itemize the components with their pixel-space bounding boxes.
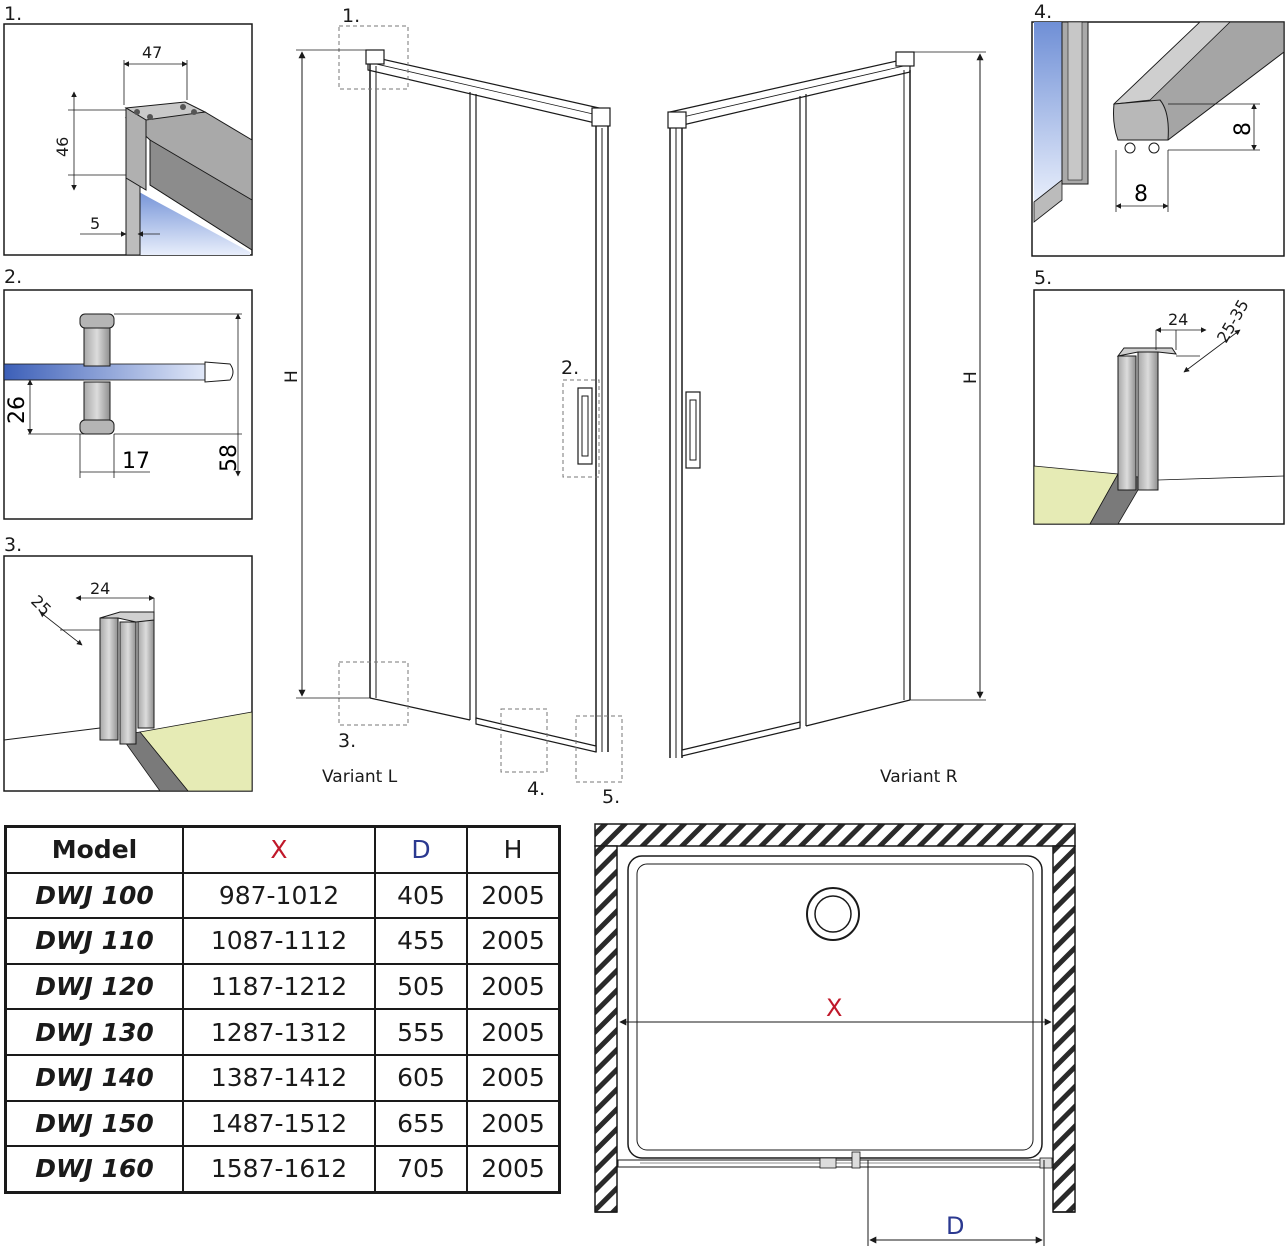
dim-5: 5 <box>90 214 100 233</box>
table-header-row: Model X D H <box>4 825 561 874</box>
variant-r-door: H Variant R <box>667 51 986 787</box>
cell-d: 555 <box>374 1008 468 1056</box>
cell-h: 2005 <box>466 962 561 1011</box>
cell-d: 705 <box>374 1145 468 1194</box>
cell-x: 1187-1212 <box>182 962 376 1011</box>
cell-x: 1287-1312 <box>182 1008 376 1056</box>
callout-5: 5. <box>602 786 620 808</box>
dim-24-b: 24 <box>1168 310 1188 329</box>
cell-d: 455 <box>374 917 468 965</box>
cell-model: DWJ 100 <box>4 871 184 920</box>
variant-l-label: Variant L <box>322 767 398 787</box>
cell-model: DWJ 110 <box>4 917 184 965</box>
dim-26: 26 <box>5 396 30 424</box>
detail-2: 2. 58 26 17 <box>3 266 253 520</box>
dim-8-horizontal: 8 <box>1134 182 1148 207</box>
detail-1: 1. 47 46 5 <box>3 3 253 256</box>
plan-x-label: X <box>826 994 842 1022</box>
callout-2: 2. <box>561 357 579 379</box>
detail-1-number: 1. <box>4 3 22 25</box>
cell-x: 1487-1512 <box>182 1099 376 1148</box>
glass-pane <box>1034 22 1062 202</box>
cell-model: DWJ 160 <box>4 1145 184 1194</box>
header-d: D <box>374 825 468 874</box>
cell-h: 2005 <box>466 917 561 965</box>
cell-model: DWJ 140 <box>4 1053 184 1102</box>
variant-l-door: 1. 2. 3. 4. 5. H Variant L <box>282 5 623 808</box>
cell-h: 2005 <box>466 1099 561 1148</box>
dim-24-a: 24 <box>90 579 110 598</box>
cell-model: DWJ 150 <box>4 1099 184 1148</box>
detail-5: 5. 24 25-35 <box>1033 267 1285 525</box>
cell-x: 987-1012 <box>182 871 376 920</box>
detail-3-number: 3. <box>4 534 22 556</box>
cell-h: 2005 <box>466 871 561 920</box>
cell-model: DWJ 120 <box>4 962 184 1011</box>
header-model: Model <box>4 825 184 874</box>
dim-47: 47 <box>142 43 162 62</box>
header-x: X <box>182 825 376 874</box>
detail-2-number: 2. <box>4 266 22 288</box>
detail-4: 4. 8 8 <box>1031 1 1285 257</box>
header-h: H <box>466 825 561 874</box>
dim-8-vertical: 8 <box>1231 122 1256 136</box>
plan-view: X D <box>594 823 1076 1246</box>
height-label-right: H <box>961 371 981 384</box>
detail-5-number: 5. <box>1034 267 1052 289</box>
cell-h: 2005 <box>466 1145 561 1194</box>
glass-pane <box>132 188 250 255</box>
cell-d: 505 <box>374 962 468 1011</box>
cell-x: 1387-1412 <box>182 1053 376 1102</box>
detail-3: 3. 24 25 <box>3 534 253 792</box>
callout-3: 3. <box>338 730 356 752</box>
cell-model: DWJ 130 <box>4 1008 184 1056</box>
cell-d: 655 <box>374 1099 468 1148</box>
dim-58: 58 <box>217 444 242 472</box>
cell-x: 1087-1112 <box>182 917 376 965</box>
height-label-left: H <box>282 370 302 383</box>
plan-d-label: D <box>946 1212 964 1240</box>
cell-x: 1587-1612 <box>182 1145 376 1194</box>
dim-17: 17 <box>122 449 150 474</box>
callout-4: 4. <box>527 778 545 800</box>
cell-d: 405 <box>374 871 468 920</box>
detail-4-number: 4. <box>1034 1 1052 23</box>
cell-h: 2005 <box>466 1053 561 1102</box>
cell-d: 605 <box>374 1053 468 1102</box>
cell-h: 2005 <box>466 1008 561 1056</box>
dim-46: 46 <box>53 137 72 157</box>
variant-r-label: Variant R <box>880 767 958 787</box>
callout-1: 1. <box>342 5 360 27</box>
